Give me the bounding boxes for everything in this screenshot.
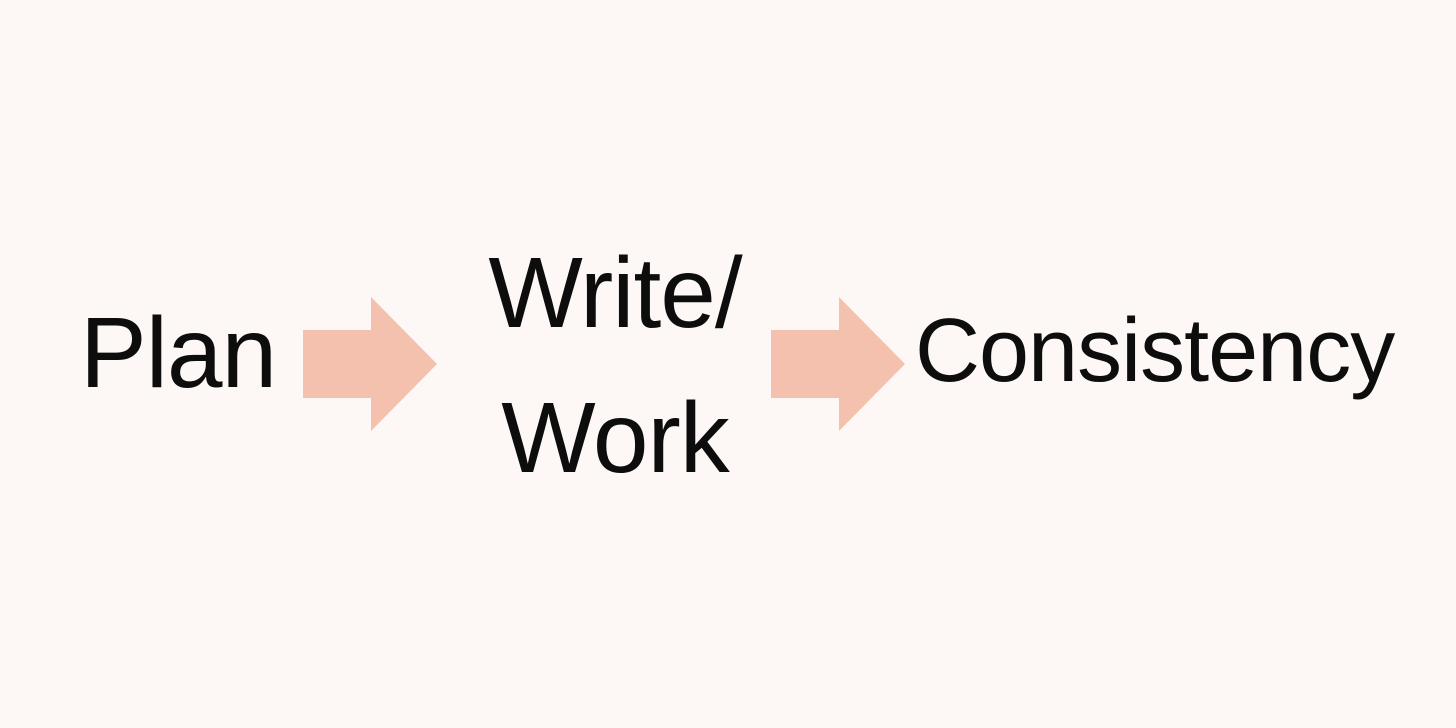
- node-write-work: Write/ Work: [420, 221, 810, 511]
- right-arrow-shape: [771, 297, 905, 431]
- right-arrow-icon: [771, 297, 905, 431]
- node-write-work-line1: Write/: [488, 237, 742, 349]
- node-plan: Plan: [80, 297, 277, 409]
- node-write-work-line2: Work: [501, 382, 730, 494]
- right-arrow-shape: [303, 297, 437, 431]
- node-consistency: Consistency: [915, 301, 1395, 401]
- right-arrow-icon: [303, 297, 437, 431]
